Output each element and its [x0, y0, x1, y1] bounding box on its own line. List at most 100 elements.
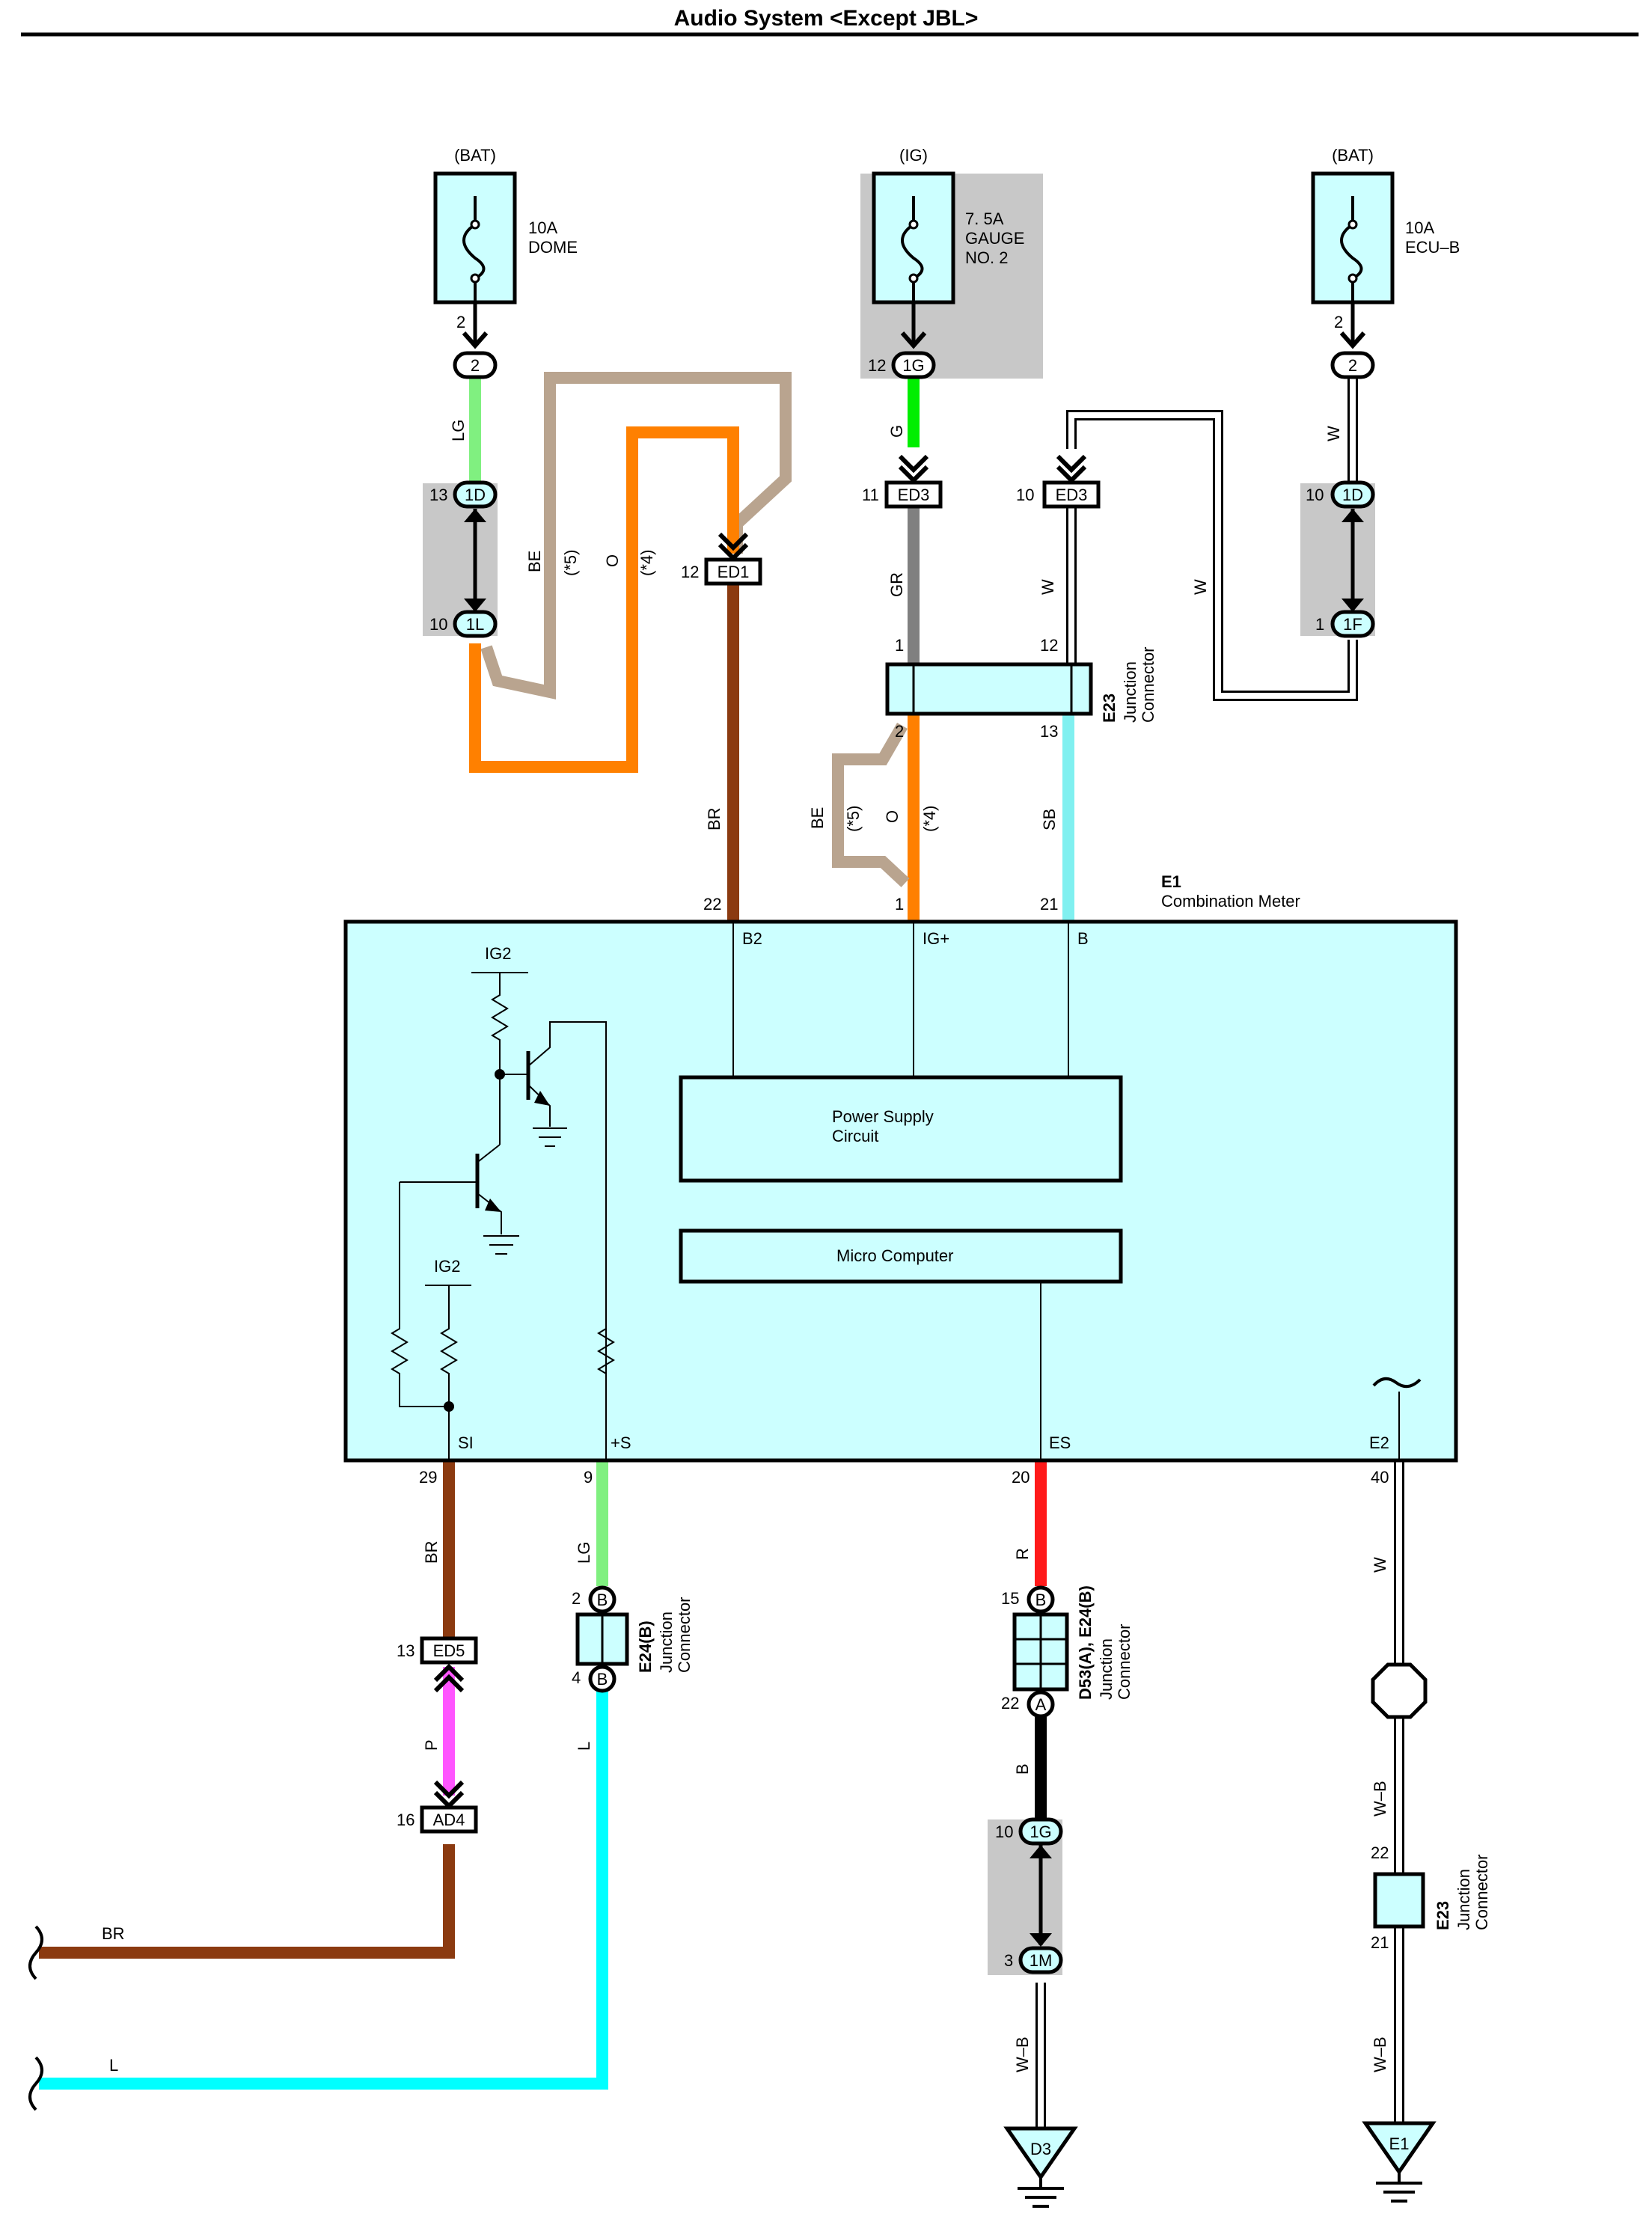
wire-label-w3: W	[1324, 426, 1343, 441]
fuse-dome-source: (BAT)	[454, 146, 496, 165]
arrow-down-icon	[464, 599, 486, 612]
e24-conn-bottom: B	[597, 1670, 608, 1689]
fuse-gauge-name: GAUGE	[965, 229, 1024, 248]
wire-end-br	[28, 1925, 43, 1980]
fuse-dome-pin: 2	[456, 313, 465, 331]
ed3a-box	[884, 480, 943, 509]
e23-top-box	[885, 662, 1093, 716]
fuse-dome-connector	[453, 351, 498, 379]
e24-pin-top: 2	[572, 1589, 581, 1608]
junction-d53: 15 B 22 A D53(A), E24(B) Junction Connec…	[1001, 1585, 1134, 1718]
fuse-ecu-pin: 2	[1334, 313, 1343, 331]
e23-bottom-box	[1373, 1872, 1425, 1929]
arrow-down-icon	[1342, 599, 1364, 612]
e23-bottom-label1: Junction	[1454, 1869, 1473, 1930]
fuse-gauge-connector	[891, 351, 936, 379]
e24-bottom-terminal	[588, 1665, 617, 1693]
meter-term-b: B	[1077, 929, 1089, 948]
ground-d3-label: D3	[1030, 2140, 1051, 2158]
jb-right-top-conn: 1D	[1342, 486, 1363, 504]
arrow-down-icon	[1030, 1933, 1052, 1947]
d53-label1: Junction	[1097, 1638, 1116, 1700]
chevron-down-icon	[1056, 454, 1087, 484]
e23-top-id: E23	[1100, 694, 1119, 723]
chevron-down-icon	[898, 454, 929, 484]
ed5-box	[420, 1636, 478, 1665]
wire-label-wb-d3: W–B	[1013, 2036, 1032, 2072]
e23-bottom-pin-bottom: 21	[1371, 1933, 1389, 1952]
wire-label-o-top-note: (*4)	[637, 550, 656, 576]
ed3b-pin: 10	[1016, 486, 1034, 504]
e23-top-pin1: 1	[895, 636, 904, 655]
wire-label-o-mid-note: (*4)	[920, 806, 939, 832]
e24-top-terminal	[588, 1585, 617, 1614]
wire-label-br-low: BR	[422, 1540, 441, 1564]
jb-bottom-top-conn: 1G	[1030, 1822, 1051, 1841]
wire-label-p: P	[422, 1739, 441, 1751]
wire-label-be-top-note: (*5)	[561, 550, 580, 576]
arrow-down-icon	[900, 331, 927, 349]
meter-term-si: SI	[458, 1433, 474, 1452]
ed3a-label: ED3	[898, 486, 930, 504]
junction-e24: 2 B 4 B E24(B) Junction Connector	[572, 1585, 694, 1693]
fuse-contact-icon	[908, 273, 919, 284]
e23-top-label2: Connector	[1139, 646, 1157, 723]
jb-bottom-top-pin: 10	[995, 1822, 1013, 1841]
fuse-ecu-name: ECU–B	[1405, 238, 1460, 257]
meter-term-es: ES	[1049, 1433, 1071, 1452]
meter-pin-21: 21	[1040, 895, 1058, 913]
connector-ed1: 12 ED1	[681, 532, 762, 586]
psu-line2: Circuit	[832, 1127, 878, 1145]
d53-pin-bottom: 22	[1001, 1694, 1019, 1713]
arrow-icon	[485, 1199, 501, 1212]
meter-term-b2: B2	[742, 929, 762, 948]
jb-left-bottom-connector	[453, 610, 498, 638]
wire-label-lg-top: LG	[449, 420, 468, 441]
arrow-up-icon	[1030, 1845, 1052, 1858]
wire-label-o-top: O	[603, 554, 622, 567]
e24-label2: Connector	[675, 1597, 694, 1673]
junction-block-bottom: 10 1G 3 1M	[995, 1817, 1063, 1974]
wire-br-out	[39, 1844, 455, 1959]
resistor-icon	[391, 1182, 449, 1407]
ad4-label: AD4	[433, 1811, 465, 1829]
connector-ed3-left: 11 ED3	[862, 454, 943, 509]
wire-be-top	[480, 372, 792, 700]
jb-bottom-bottom-conn: 1M	[1030, 1951, 1053, 1970]
wire-label-w1: W	[1038, 579, 1057, 595]
wire-label-gr: GR	[887, 572, 906, 597]
e23-bottom-id: E23	[1434, 1901, 1452, 1930]
e24-id: E24(B)	[636, 1620, 655, 1673]
power-supply-circuit	[679, 1075, 1123, 1183]
ground-icon	[1003, 2126, 1078, 2181]
micro-computer	[679, 1228, 1123, 1284]
jb-bottom-top-connector	[1018, 1817, 1063, 1846]
ground-e1: E1	[1362, 2121, 1437, 2203]
combination-meter: E1 Combination Meter 22 B2 1 IG+ 21 B Po…	[343, 872, 1458, 1487]
e24-label1: Junction	[657, 1612, 676, 1673]
junction-e23-bottom: 22 21 E23 Junction Connector	[1371, 1662, 1491, 1952]
wire-be-mid	[832, 722, 910, 887]
jb-right-top-connector	[1330, 480, 1375, 509]
wire-label-w2: W	[1191, 579, 1210, 595]
resistor-icon	[440, 1285, 458, 1407]
meter-name: Combination Meter	[1161, 892, 1300, 910]
meter-id: E1	[1161, 872, 1181, 891]
d53-conn-bottom: A	[1035, 1695, 1047, 1714]
wire-label-br-out: BR	[102, 1924, 125, 1943]
resistor-icon	[597, 1328, 615, 1374]
ground-icon	[1362, 2121, 1437, 2176]
connector-ad4: 16 AD4	[397, 1780, 478, 1834]
wire-label-o-mid: O	[883, 810, 902, 823]
wire-o-top	[469, 426, 739, 773]
ed1-pin: 12	[681, 563, 699, 581]
wire-w-loop	[1068, 412, 1356, 699]
ad4-box	[420, 1805, 478, 1834]
fuse-dome-rating: 10A	[528, 218, 557, 237]
meter-pin-29: 29	[419, 1468, 437, 1487]
connector-ed3-right: 10 ED3	[1016, 454, 1101, 509]
junction-e23-top: 1 12 2 13 E23 Junction Connector	[885, 636, 1157, 741]
chevron-up-icon	[433, 1663, 465, 1693]
d53-conn-top: B	[1035, 1591, 1047, 1609]
